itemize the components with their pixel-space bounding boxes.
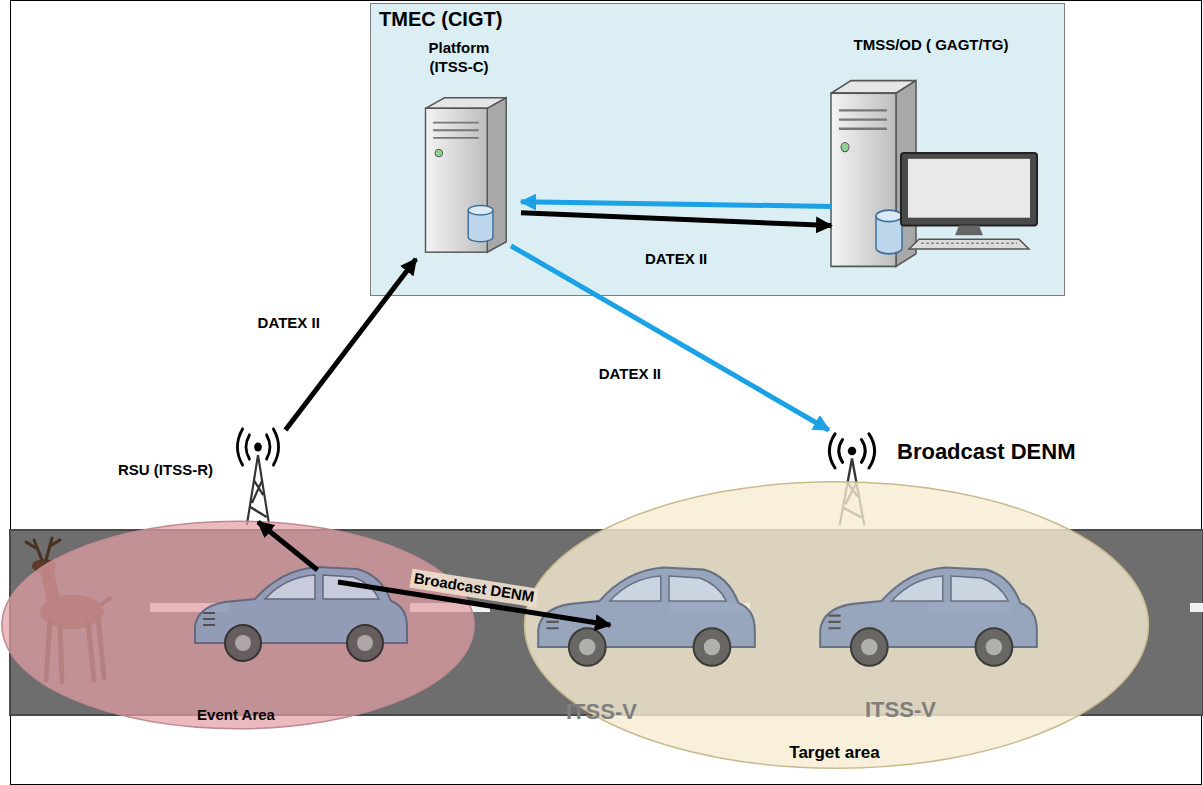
connector-arrow [521, 202, 831, 207]
workstation-monitor [899, 151, 1039, 251]
connector-arrow [511, 246, 829, 430]
edge-label: DATEX II [596, 365, 664, 384]
edge-label: DATEX II [255, 313, 323, 332]
target-area: Target area ITSS-V ITSS-V [522, 480, 1151, 770]
center-title: TMEC (CIGT) [379, 7, 502, 32]
car-illustration [185, 555, 415, 665]
area-label: Target area [522, 742, 1147, 763]
center-box: TMEC (CIGT) Platform (ITSS-C) TMSS/OD ( GA… [370, 3, 1065, 296]
workstation-label: TMSS/OD ( GAGT/TG) [811, 36, 1051, 55]
car-illustration [528, 555, 763, 670]
connector-arrow [258, 522, 317, 570]
area-label: Event Area [0, 706, 472, 725]
server-label: Platform (ITSS-C) [418, 39, 500, 77]
lane-dash [1190, 603, 1203, 612]
rsu-node: RSU (ITSS-R) [118, 425, 300, 525]
workstation-node: TMSS/OD ( GAGT/TG) [811, 36, 1055, 276]
vehicle-node: ITSS-V [528, 555, 763, 730]
car-illustration [810, 555, 1045, 670]
server-icon [416, 94, 511, 256]
connector-arrow [521, 213, 831, 226]
server-node: Platform (ITSS-C) [396, 39, 521, 259]
antenna-tower [228, 425, 288, 525]
rsu-label: RSU (ITSS-R) [118, 461, 213, 480]
vehicle-label: ITSS-V [865, 696, 936, 724]
vehicle-node: ITSS-V [810, 550, 1045, 725]
connector-arrow [285, 259, 416, 430]
vehicle-label: ITSS-V [566, 698, 637, 726]
broadcast-label: Broadcast DENM [897, 438, 1075, 466]
edge-label: DATEX II [642, 250, 710, 269]
event-area: Event Area [0, 520, 476, 730]
